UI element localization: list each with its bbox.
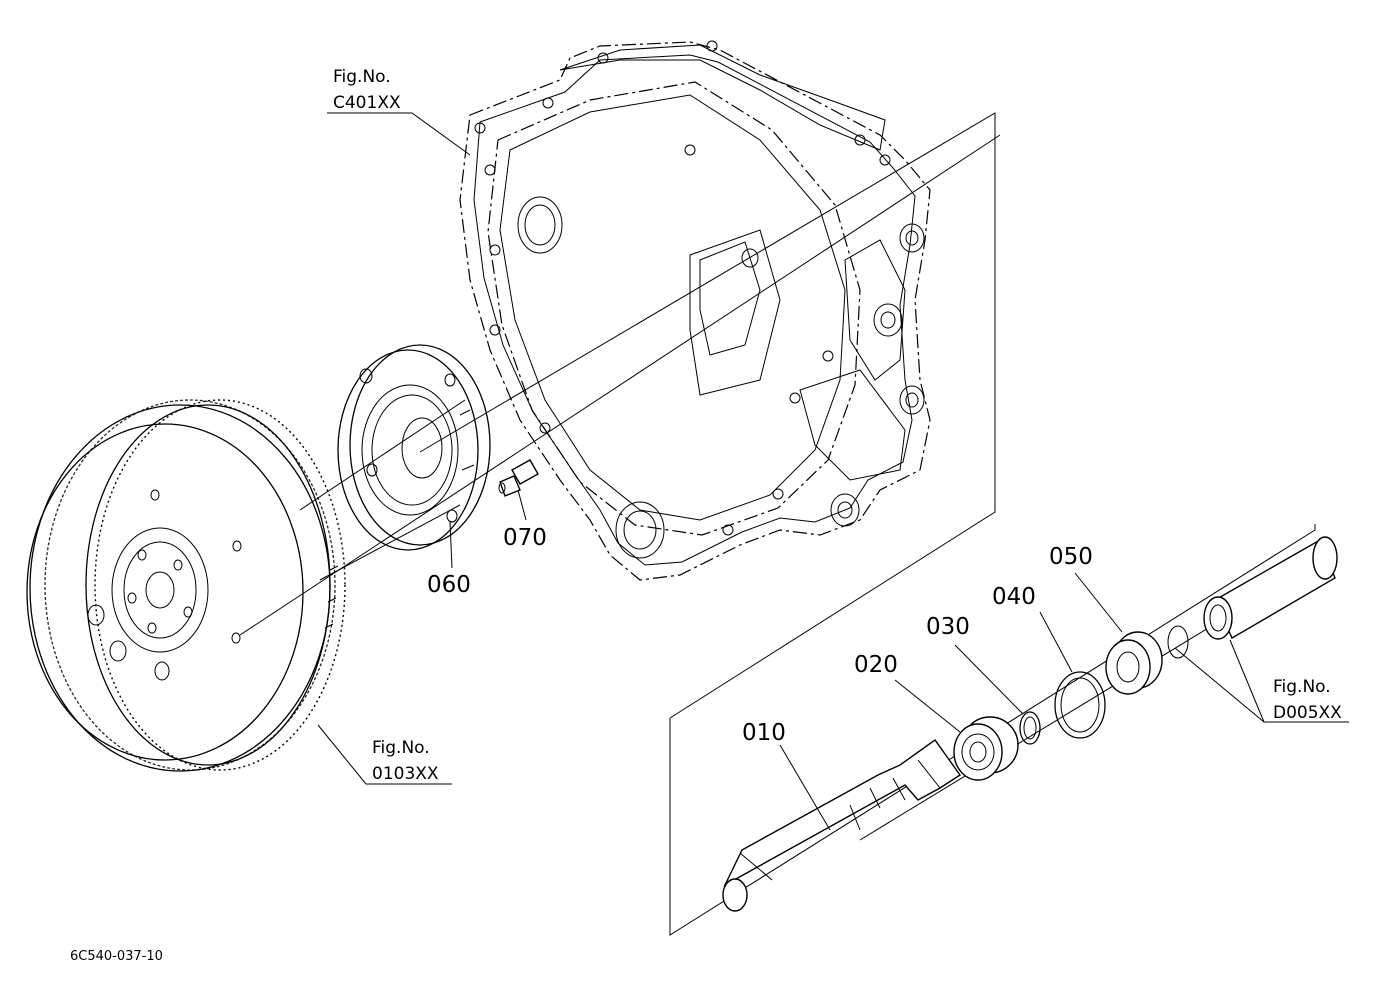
callout-050: 050 [1049, 544, 1093, 570]
callout-030: 030 [926, 614, 970, 640]
part-040-retaining-ring [1054, 671, 1106, 739]
transmission-housing [459, 40, 931, 581]
callout-020: 020 [854, 652, 898, 678]
part-050-seal [1105, 631, 1163, 695]
callout-070: 070 [503, 525, 547, 551]
reference-flywheel: Fig.No. 0103XX [372, 738, 439, 784]
callout-040: 040 [992, 584, 1036, 610]
leader-lines [317, 112, 1349, 831]
coupling-sleeve [1167, 536, 1338, 659]
reference-flywheel-line1: Fig.No. [372, 738, 430, 758]
part-030-snap-ring [1019, 711, 1041, 745]
part-010-shaft [722, 739, 961, 912]
reference-coupling-line1: Fig.No. [1273, 677, 1331, 697]
part-070-fitting [498, 459, 539, 497]
part-callouts: 010 020 030 040 050 060 070 [427, 525, 1093, 746]
reference-housing-line2: C401XX [333, 93, 401, 113]
reference-housing: Fig.No. C401XX [333, 67, 401, 113]
subassembly-frame [419, 112, 1316, 936]
callout-060: 060 [427, 572, 471, 598]
reference-coupling: Fig.No. D005XX [1273, 677, 1342, 723]
flywheel [26, 399, 346, 772]
reference-housing-line1: Fig.No. [333, 67, 391, 87]
drawing-code: 6C540-037-10 [70, 949, 163, 964]
part-060-flange [337, 344, 491, 551]
reference-coupling-line2: D005XX [1273, 703, 1342, 723]
reference-flywheel-line2: 0103XX [372, 764, 439, 784]
callout-010: 010 [742, 720, 786, 746]
part-020-bearing [953, 716, 1019, 781]
